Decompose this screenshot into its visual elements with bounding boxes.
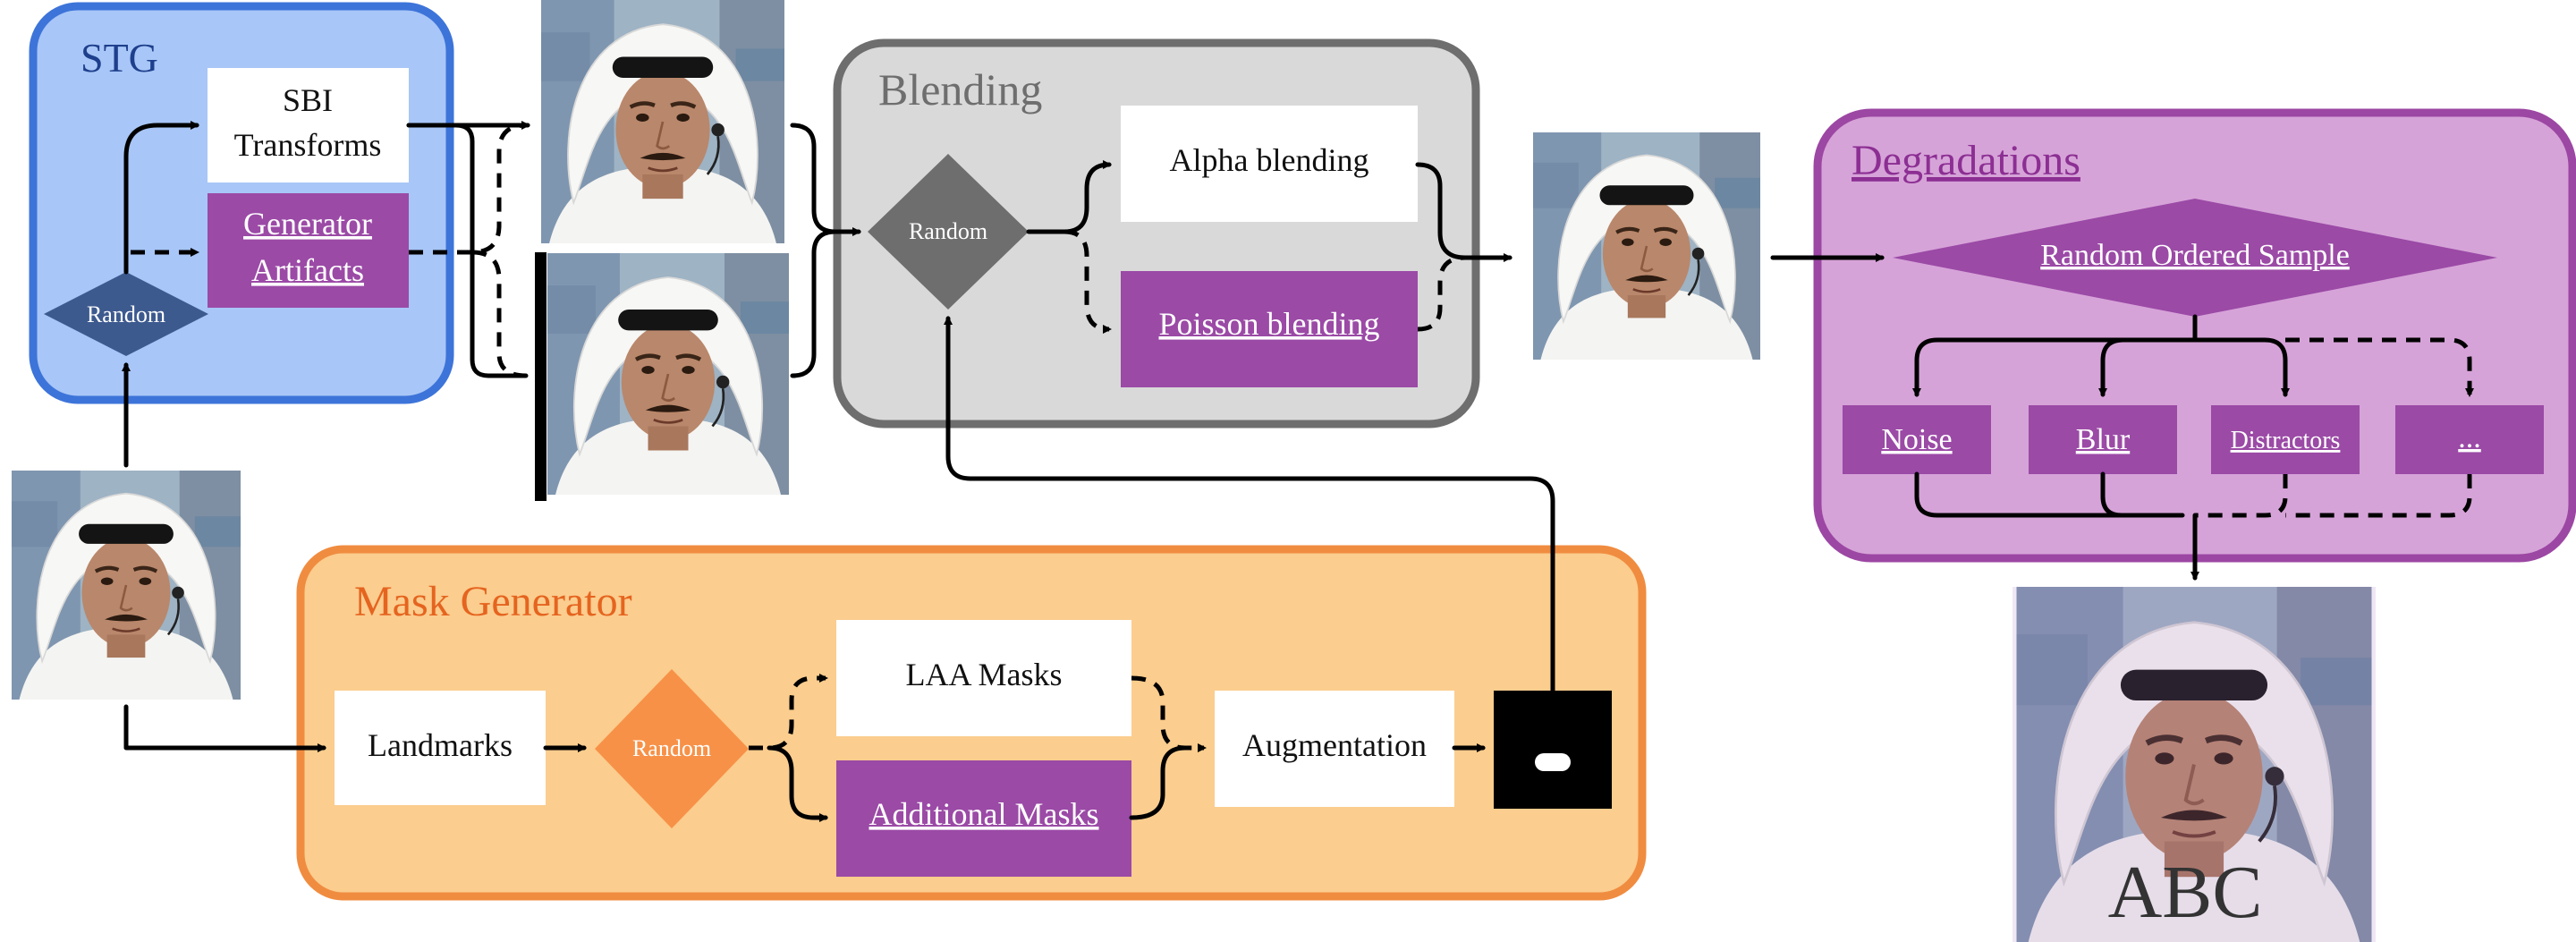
connectors (122, 121, 2474, 822)
sbi-face-image (541, 0, 784, 243)
noise-label: Noise (1881, 423, 1952, 456)
blending-random-diamond (868, 154, 1029, 310)
blended-face-image (1533, 132, 1760, 360)
sbi-transforms-label-1: SBI (283, 82, 333, 118)
mask-random-diamond (595, 669, 749, 828)
landmarks-box (335, 691, 546, 805)
generator-artifacts-label-1: Generator (243, 206, 372, 242)
blur-box (2029, 405, 2177, 474)
poisson-blending-box (1121, 271, 1418, 387)
generator-face-image (547, 253, 789, 495)
blending-title: Blending (878, 64, 1042, 115)
mask-output-image (1494, 691, 1612, 809)
degradations-title: Degradations (1852, 137, 2080, 184)
stg-title: STG (80, 35, 158, 81)
distractors-label: Distractors (2231, 427, 2341, 454)
mask-random-label: Random (632, 735, 711, 761)
blur-label: Blur (2076, 423, 2131, 456)
alpha-blending-label: Alpha blending (1170, 142, 1369, 178)
sbi-transforms-label-2: Transforms (234, 127, 382, 163)
poisson-blending-label: Poisson blending (1158, 306, 1379, 342)
noise-box (1843, 405, 1991, 474)
landmarks-label: Landmarks (368, 727, 513, 763)
degraded-face-image: ABC (2012, 587, 2376, 942)
distractors-box (2211, 405, 2360, 474)
additional-masks-label: Additional Masks (869, 796, 1099, 832)
laa-masks-box (836, 620, 1131, 736)
stg-random-diamond (44, 272, 208, 356)
stg-random-label: Random (87, 301, 165, 327)
augmentation-box (1215, 691, 1454, 807)
generator-artifacts-label-2: Artifacts (251, 252, 364, 288)
random-ordered-sample-label: Random Ordered Sample (2040, 239, 2350, 272)
sbi-transforms-box (208, 68, 409, 182)
augmentation-label: Augmentation (1242, 727, 1427, 763)
more-degradations-label: ... (2458, 421, 2481, 454)
additional-masks-box (836, 760, 1131, 877)
generator-artifacts-box (208, 193, 409, 308)
laa-masks-label: LAA Masks (905, 657, 1062, 692)
random-ordered-sample-diamond (1893, 199, 2497, 317)
mask-generator-title: Mask Generator (354, 578, 632, 625)
image-selector-bar (535, 252, 547, 501)
alpha-blending-box (1121, 106, 1418, 222)
more-degradations-box (2395, 405, 2544, 474)
input-face-image (12, 471, 241, 700)
output-overlay-text: ABC (2108, 851, 2263, 934)
blending-random-label: Random (909, 218, 987, 244)
